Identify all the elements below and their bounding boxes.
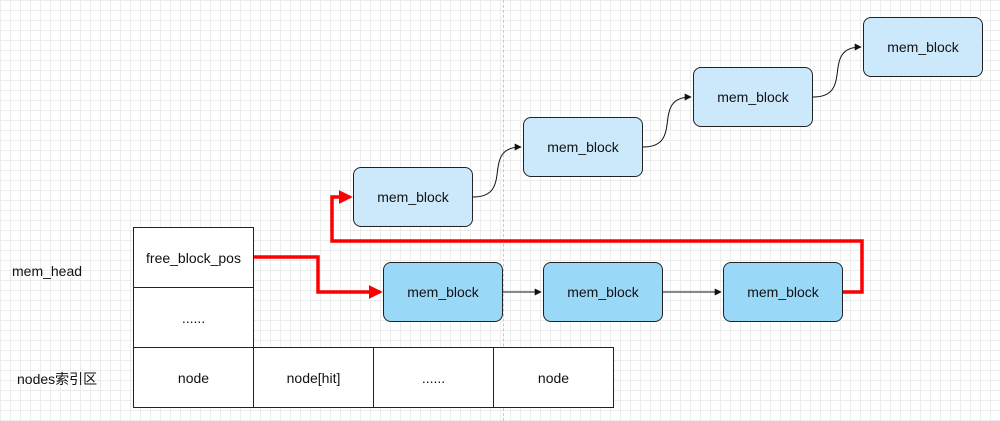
free-mem-block-1: mem_block [353,167,473,227]
free-block-pos-arrow [253,255,383,299]
used-mem-block-1: mem_block [383,262,503,322]
mem-head-label: mem_head [12,263,83,279]
used-mem-block-2: mem_block [543,262,663,322]
free-mem-block-4: mem_block [863,17,983,77]
link-free-2-3 [642,93,692,148]
link-free-3-4 [812,43,862,98]
tail-to-free-head-arrow [330,190,864,294]
link-free-1-2 [472,143,522,198]
node-cell-1: node [133,347,254,408]
free-block-pos-cell: free_block_pos [133,227,254,288]
node-cell-4: node [493,347,614,408]
node-cell-hit: node[hit] [253,347,374,408]
nodes-area-label: nodes索引区 [17,371,98,387]
vertical-guide-line [503,0,504,421]
free-mem-block-3: mem_block [693,67,813,127]
free-mem-block-2: mem_block [523,117,643,177]
used-mem-block-3: mem_block [723,262,843,322]
node-cell-ellipsis: ...... [373,347,494,408]
mem-head-ellipsis-cell: ...... [133,287,254,348]
